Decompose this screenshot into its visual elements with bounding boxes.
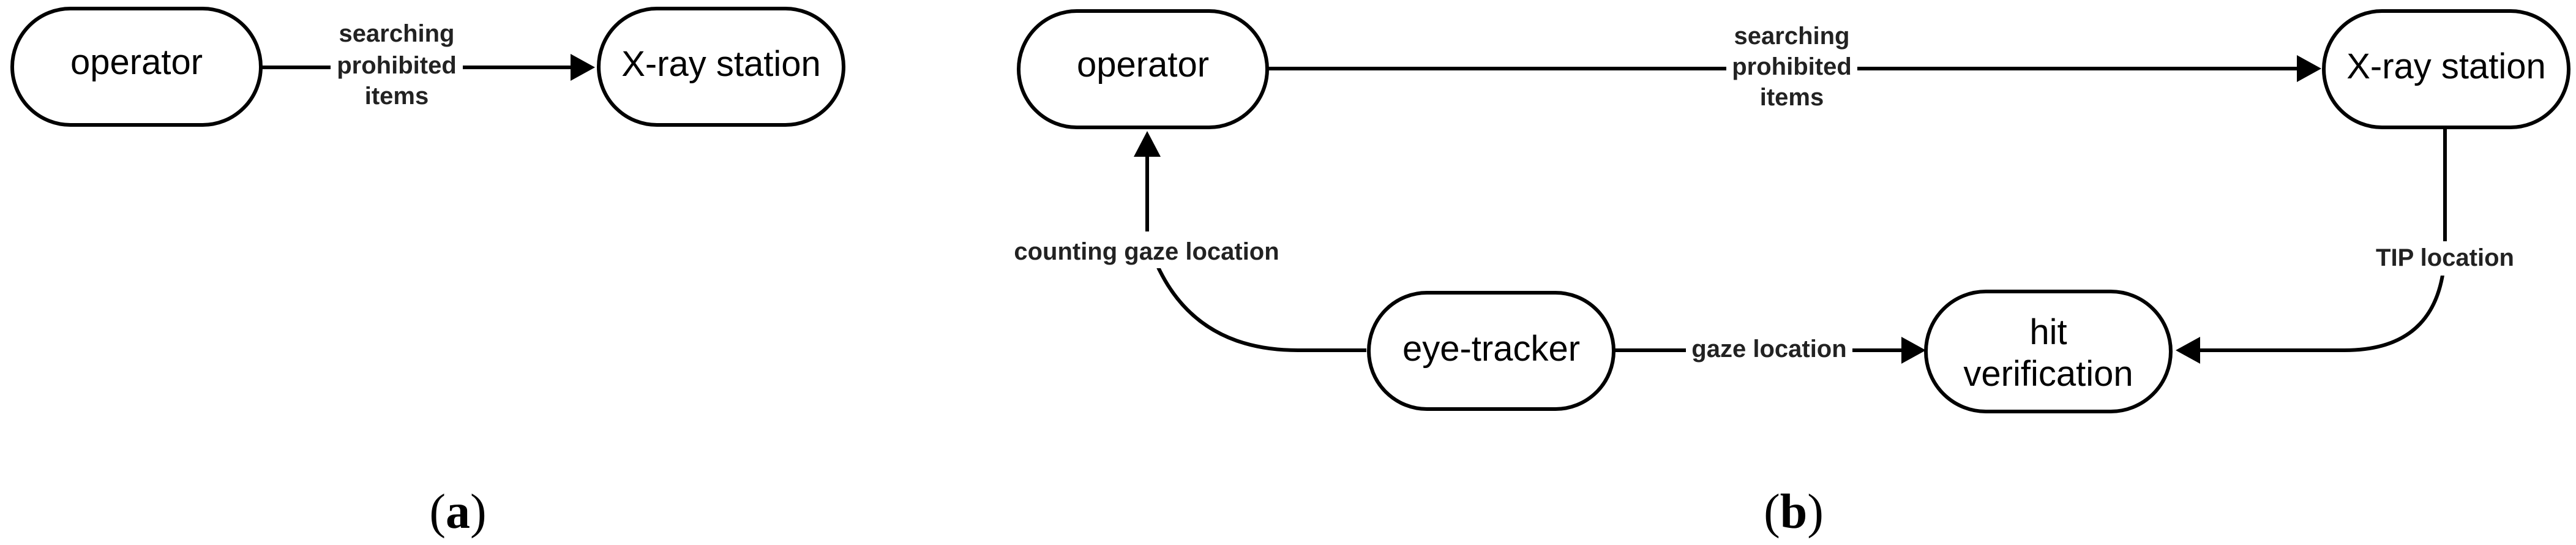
caption-b: (b) xyxy=(1764,485,1824,539)
edge-b-eye-hit-arrowhead xyxy=(1901,337,1926,364)
edge-a-arrowhead xyxy=(571,54,595,81)
edge-a-label-line-1: searching xyxy=(339,20,455,47)
edge-b-eye-operator-arrowhead xyxy=(1134,131,1161,157)
edge-b-label-line-1: searching xyxy=(1734,23,1850,50)
edge-a-operator-to-xray: searching prohibited items xyxy=(262,17,595,114)
edge-b-eye-tracker-to-hit: gaze location xyxy=(1615,329,1926,364)
node-b-hit-verification-label-line-1: hit xyxy=(2029,312,2067,352)
node-b-xray-station-label: X-ray station xyxy=(2346,47,2546,86)
edge-b-xray-to-hit: TIP location xyxy=(2176,129,2523,364)
node-a-operator: operator xyxy=(10,7,263,127)
node-b-eye-tracker-label: eye-tracker xyxy=(1402,329,1580,369)
caption-a-letter: a xyxy=(446,485,470,539)
node-b-hit-verification: hit verification xyxy=(1924,290,2173,413)
edge-b-eye-hit-label: gaze location xyxy=(1691,336,1846,363)
node-b-operator: operator xyxy=(1017,9,1269,129)
edge-b-operator-to-xray: searching prohibited items xyxy=(1268,18,2321,115)
panel-a: searching prohibited items operator X-ra… xyxy=(10,7,845,539)
edge-b-operator-xray-arrowhead xyxy=(2297,55,2321,82)
caption-a: (a) xyxy=(429,485,486,539)
edge-b-xray-hit-label: TIP location xyxy=(2376,244,2514,271)
edge-b-label-line-2: prohibited xyxy=(1732,53,1852,80)
caption-b-close: ) xyxy=(1807,485,1824,539)
edge-b-xray-hit-arrowhead xyxy=(2176,337,2200,364)
node-b-hit-verification-label-line-2: verification xyxy=(1963,354,2133,394)
edge-a-label-line-3: items xyxy=(365,83,429,110)
caption-b-letter: b xyxy=(1780,485,1808,539)
node-b-eye-tracker: eye-tracker xyxy=(1367,291,1616,411)
panel-b: searching prohibited items counting gaze… xyxy=(1006,9,2570,539)
node-a-xray-station-label: X-ray station xyxy=(621,44,821,84)
edge-b-label-line-3: items xyxy=(1760,84,1824,111)
caption-b-open: ( xyxy=(1764,485,1780,539)
node-a-xray-station: X-ray station xyxy=(597,7,845,127)
edge-b-eye-operator-label: counting gaze location xyxy=(1014,238,1279,265)
edge-a-label-line-2: prohibited xyxy=(337,52,457,79)
node-b-operator-label: operator xyxy=(1077,45,1209,85)
edge-b-eye-tracker-to-operator: counting gaze location xyxy=(1006,131,1366,352)
caption-a-close: ) xyxy=(470,485,487,539)
node-a-operator-label: operator xyxy=(70,42,203,82)
node-b-xray-station: X-ray station xyxy=(2322,9,2570,129)
caption-a-open: ( xyxy=(429,485,446,539)
